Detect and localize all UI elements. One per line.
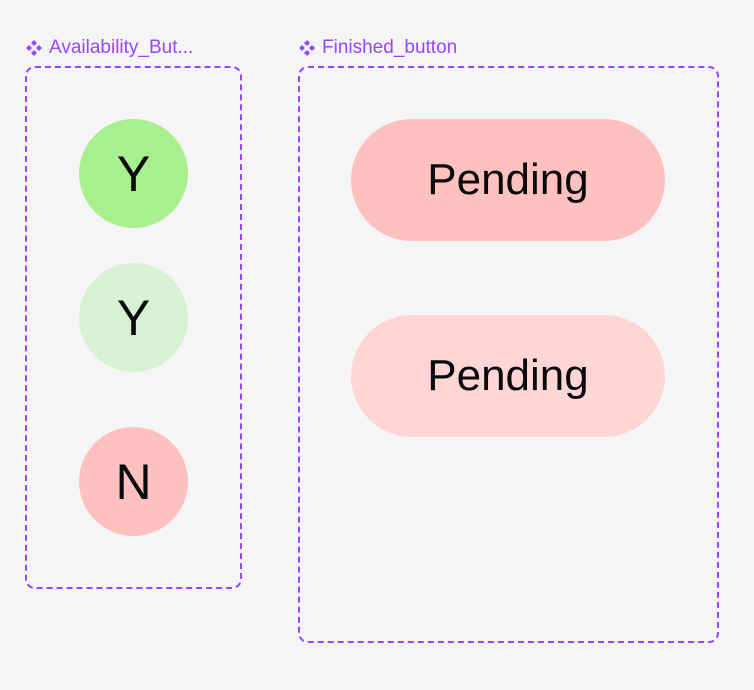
- availability-yes-label: Y: [116, 145, 151, 202]
- availability-yes-light-button[interactable]: Y: [79, 263, 188, 372]
- availability-set-frame[interactable]: [25, 66, 242, 589]
- finished-set-label[interactable]: Finished_button: [298, 38, 457, 57]
- pending-light-button-label: Pending: [427, 351, 589, 400]
- finished-set-frame[interactable]: [298, 66, 719, 643]
- availability-set-label[interactable]: Availability_But...: [25, 38, 193, 57]
- component-set-icon: [299, 39, 315, 56]
- finished-set-title: Finished_button: [322, 37, 458, 58]
- component-set-icon: [26, 39, 42, 56]
- availability-set-title: Availability_But...: [49, 37, 194, 58]
- availability-yes-button[interactable]: Y: [79, 119, 188, 228]
- pending-button-label: Pending: [427, 155, 589, 204]
- availability-no-label: N: [115, 453, 152, 510]
- availability-yes-light-label: Y: [116, 289, 151, 346]
- pending-light-button[interactable]: Pending: [351, 315, 665, 437]
- availability-no-button[interactable]: N: [79, 427, 188, 536]
- pending-button[interactable]: Pending: [351, 119, 665, 241]
